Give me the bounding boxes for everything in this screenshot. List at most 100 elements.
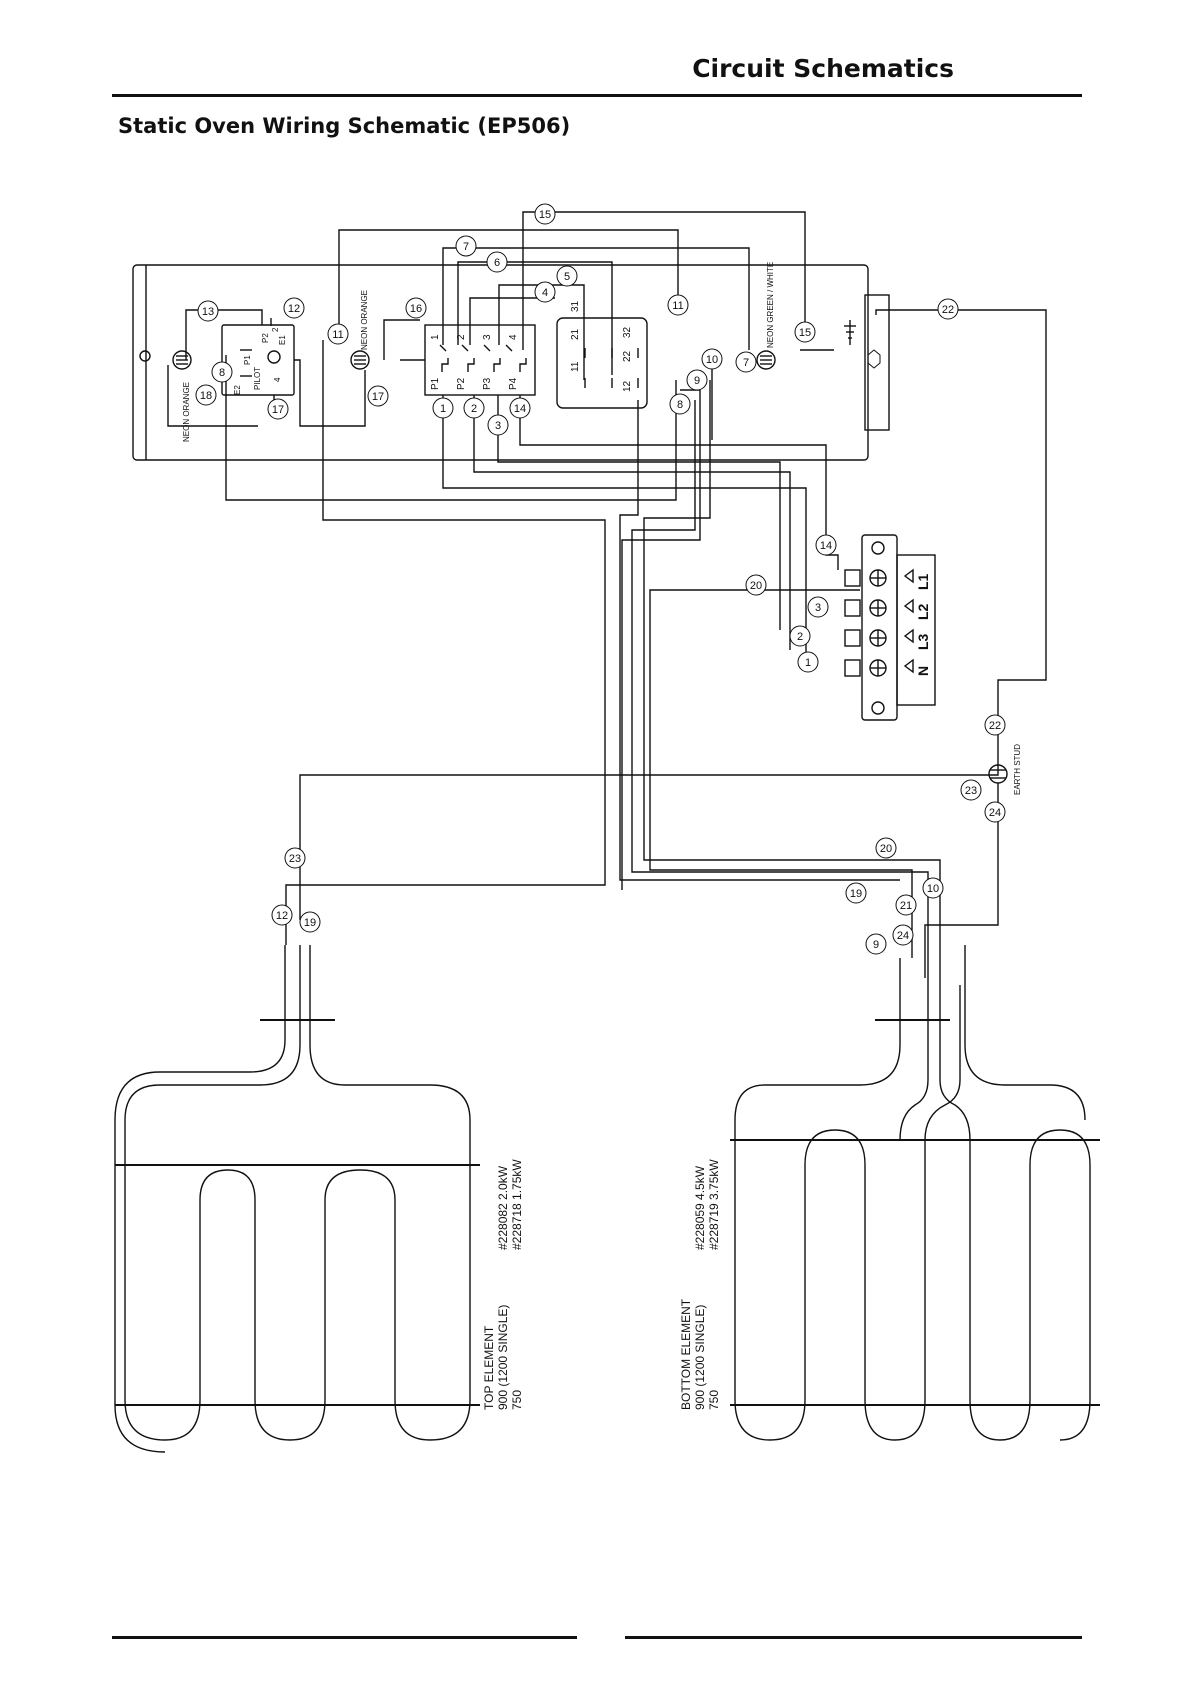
- wire-bubble: 22: [984, 714, 1006, 736]
- svg-text:13: 13: [202, 306, 214, 318]
- neon-lamp-mid: [350, 350, 370, 370]
- wiring: [167, 211, 1047, 985]
- svg-text:22: 22: [989, 720, 1001, 732]
- wire-bubble: 20: [745, 574, 767, 596]
- svg-text:7: 7: [743, 357, 749, 369]
- earth-stud-label: EARTH STUD: [1013, 744, 1022, 795]
- wire-bubble: 5: [556, 265, 578, 287]
- wire-bubble: 11: [327, 323, 349, 345]
- neon-left-label: NEON ORANGE: [182, 382, 191, 442]
- svg-text:1: 1: [805, 657, 811, 669]
- top-element-size: 900 (1200 SINGLE): [496, 1305, 510, 1410]
- bottom-element-size-alt: 750: [707, 1390, 721, 1410]
- bottom-element-part2: #228719 3.75kW: [707, 1159, 721, 1250]
- pole-label: P2: [456, 377, 467, 390]
- svg-text:8: 8: [677, 399, 683, 411]
- svg-text:7: 7: [463, 241, 469, 253]
- svg-text:3: 3: [815, 602, 821, 614]
- wire-bubble: 1: [432, 397, 454, 419]
- wire-bubble: 24: [984, 801, 1006, 823]
- contact-label: 3: [482, 334, 493, 340]
- top-element-title: TOP ELEMENT: [482, 1325, 496, 1410]
- terminal-block: [844, 534, 936, 721]
- pole-label: P3: [482, 377, 493, 390]
- top-element-drawing: [114, 945, 480, 1453]
- wire-bubble: 19: [299, 911, 321, 933]
- svg-text:10: 10: [706, 354, 718, 366]
- svg-text:19: 19: [304, 917, 316, 929]
- svg-text:24: 24: [897, 930, 909, 942]
- svg-text:4: 4: [542, 287, 548, 299]
- contact-label: 1: [430, 334, 441, 340]
- contact-label: 4: [508, 334, 519, 340]
- wire-bubble: 14: [509, 397, 531, 419]
- contact-label: 31: [570, 300, 581, 312]
- svg-text:18: 18: [200, 390, 212, 402]
- svg-text:16: 16: [410, 303, 422, 315]
- svg-text:22: 22: [942, 304, 954, 316]
- wire-bubble: 1: [797, 651, 819, 673]
- wire-bubble: 17: [367, 385, 389, 407]
- top-element-size-alt: 750: [510, 1390, 524, 1410]
- wire-bubble: 13: [197, 300, 219, 322]
- bottom-element-title: BOTTOM ELEMENT: [679, 1298, 693, 1410]
- thermostat-e1-label: E1: [278, 335, 287, 345]
- svg-text:17: 17: [372, 391, 384, 403]
- wire-bubble: 7: [735, 351, 757, 373]
- wire-bubble: 20: [875, 837, 897, 859]
- wire-bubble: 8: [211, 361, 233, 383]
- wire-bubble: 12: [271, 904, 293, 926]
- svg-text:9: 9: [873, 939, 879, 951]
- wire-bubble: 2: [463, 397, 485, 419]
- header-rule: [112, 94, 1082, 97]
- terminal-labels: L1 L2 L3 N: [915, 573, 931, 676]
- wire-bubble: 12: [283, 297, 305, 319]
- terminal-label-l1: L1: [915, 573, 931, 590]
- bottom-element-text: BOTTOM ELEMENT 900 (1200 SINGLE) 750 #22…: [679, 1159, 721, 1410]
- top-element-part2: #228718 1.75kW: [510, 1159, 524, 1250]
- wire-bubble: 23: [960, 779, 982, 801]
- wire-bubble: 19: [845, 882, 867, 904]
- svg-text:5: 5: [564, 271, 570, 283]
- top-element-text: TOP ELEMENT 900 (1200 SINGLE) 750 #22808…: [482, 1159, 524, 1410]
- footer-rule-left: [112, 1636, 577, 1639]
- top-element-part1: #228082 2.0kW: [496, 1165, 510, 1250]
- svg-text:23: 23: [965, 785, 977, 797]
- svg-text:20: 20: [750, 580, 762, 592]
- thermostat-t4-label: 4: [273, 377, 282, 382]
- thermostat-e2-label: E2: [233, 385, 242, 395]
- contact-label: 12: [622, 380, 633, 392]
- contact-label: 2: [456, 334, 467, 340]
- wire-number-bubbles: 15 7 6 5 4 13 12 11 16 11 15 22 8 18 17 …: [195, 203, 1006, 955]
- contact-label: 22: [622, 350, 633, 362]
- svg-text:9: 9: [694, 375, 700, 387]
- svg-text:10: 10: [927, 883, 939, 895]
- wire-bubble: 24: [892, 924, 914, 946]
- wire-bubble: 10: [701, 348, 723, 370]
- thermostat-p1-label: P1: [243, 355, 252, 365]
- wire-bubble: 15: [794, 321, 816, 343]
- earth-stud: [988, 764, 1008, 784]
- wire-bubble: 21: [895, 894, 917, 916]
- wire-bubble: 17: [267, 398, 289, 420]
- wire-bubble: 6: [486, 251, 508, 273]
- svg-text:24: 24: [989, 807, 1001, 819]
- svg-text:14: 14: [514, 403, 526, 415]
- wire-bubble: 18: [195, 384, 217, 406]
- terminal-label-l2: L2: [915, 603, 931, 620]
- wire-bubble: 8: [669, 393, 691, 415]
- pole-label: P4: [508, 377, 519, 390]
- neon-lamp-left: [172, 350, 192, 370]
- svg-text:2: 2: [797, 631, 803, 643]
- wire-bubble: 3: [807, 596, 829, 618]
- contact-label: 32: [622, 326, 633, 338]
- thermostat-p2-label: P2: [261, 333, 270, 343]
- selector-switch-labels: P1 P2 P3 P4 1 2 3 4 11 21 31 12 22 32: [430, 300, 633, 392]
- wire-bubble: 11: [667, 294, 689, 316]
- footer-rule-right: [625, 1636, 1082, 1639]
- svg-text:11: 11: [332, 329, 343, 341]
- thermostat-t2-label: 2: [271, 327, 280, 332]
- bottom-element-part1: #228059 4.5kW: [693, 1165, 707, 1250]
- svg-text:14: 14: [820, 540, 832, 552]
- svg-text:1: 1: [440, 403, 446, 415]
